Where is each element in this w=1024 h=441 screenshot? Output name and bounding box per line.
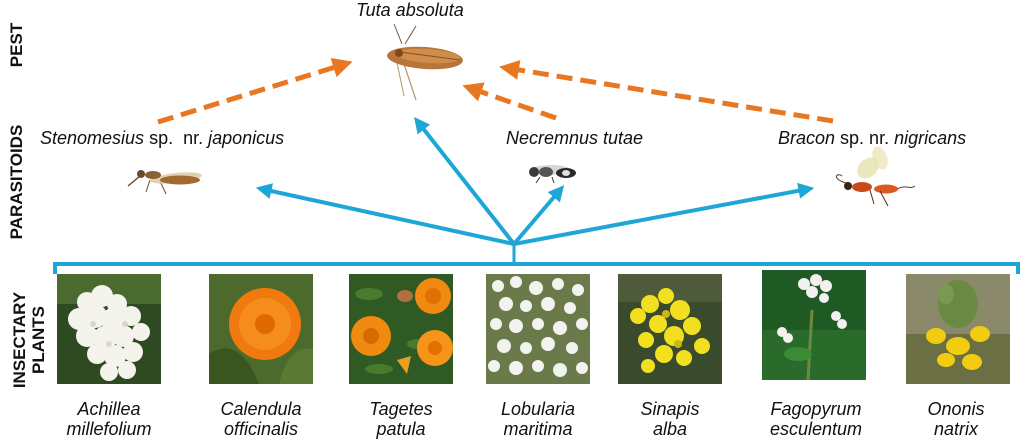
plant-name-tagetes: Tagetes patula xyxy=(336,399,466,439)
plant-photo-sinapis xyxy=(618,274,722,384)
plant-genus: Ononis xyxy=(927,399,985,419)
plant-species: officinalis xyxy=(223,419,299,439)
parasitoid-name-bracon: Bracon sp. nr. nigricans xyxy=(778,128,966,149)
support-arrow-bracon xyxy=(513,182,815,246)
plant-name-fagopyrum: Fagopyrum esculentum xyxy=(751,399,881,439)
plant-photo-achillea xyxy=(57,274,161,384)
tuta-absoluta-moth-icon xyxy=(387,23,463,101)
parasitism-arrow-stenomesius xyxy=(157,58,353,125)
plant-name-achillea: Achillea millefolium xyxy=(44,399,174,439)
support-arrow-pest xyxy=(414,116,516,246)
parasitism-arrow-necremnus xyxy=(462,82,557,121)
plant-name-lobularia: Lobularia maritima xyxy=(473,399,603,439)
plant-species: millefolium xyxy=(66,419,152,439)
parasitoid-genus: Bracon xyxy=(778,128,836,148)
support-arrow-stenomesius xyxy=(255,183,515,246)
parasitoid-genus: Necremnus tutae xyxy=(506,128,644,148)
stenomesius-wasp-icon xyxy=(127,170,202,195)
plant-photo-fagopyrum xyxy=(762,270,866,380)
plant-species: maritima xyxy=(503,419,573,439)
plant-species: patula xyxy=(376,419,426,439)
necremnus-wasp-icon xyxy=(529,165,576,184)
plant-genus: Sinapis xyxy=(640,399,700,419)
parasitoid-qualifier: sp. nr. xyxy=(835,128,895,148)
parasitism-arrow-bracon xyxy=(499,60,834,124)
plant-name-ononis: Ononis natrix xyxy=(891,399,1021,439)
pest-name: Tuta absoluta xyxy=(356,0,464,20)
support-arrow-necremnus xyxy=(512,185,565,246)
parasitoid-name-stenomesius: Stenomesius sp. nr. japonicus xyxy=(40,128,284,149)
plant-species: natrix xyxy=(933,419,978,439)
plant-photo-lobularia xyxy=(486,274,590,384)
parasitoid-species: nigricans xyxy=(894,128,967,148)
parasitoid-species: japonicus xyxy=(208,128,285,148)
bracon-wasp-icon xyxy=(836,146,916,207)
plant-genus: Calendula xyxy=(220,399,302,419)
parasitoid-genus: Stenomesius xyxy=(40,128,145,148)
plant-genus: Fagopyrum xyxy=(770,399,862,419)
plant-photo-tagetes xyxy=(349,274,453,384)
plant-genus: Lobularia xyxy=(500,399,576,419)
plant-genus: Achillea xyxy=(77,399,141,419)
plant-name-calendula: Calendula officinalis xyxy=(196,399,326,439)
plant-name-sinapis: Sinapis alba xyxy=(605,399,735,439)
plants-bracket xyxy=(53,262,1020,274)
parasitoid-name-necremnus: Necremnus tutae xyxy=(506,128,643,149)
plant-genus: Tagetes xyxy=(369,399,433,419)
plant-photo-ononis xyxy=(906,274,1010,384)
parasitoid-qualifier: sp. nr. xyxy=(144,128,209,148)
plant-species: alba xyxy=(652,419,688,439)
plant-species: esculentum xyxy=(769,419,863,439)
plant-photo-calendula xyxy=(209,274,313,384)
